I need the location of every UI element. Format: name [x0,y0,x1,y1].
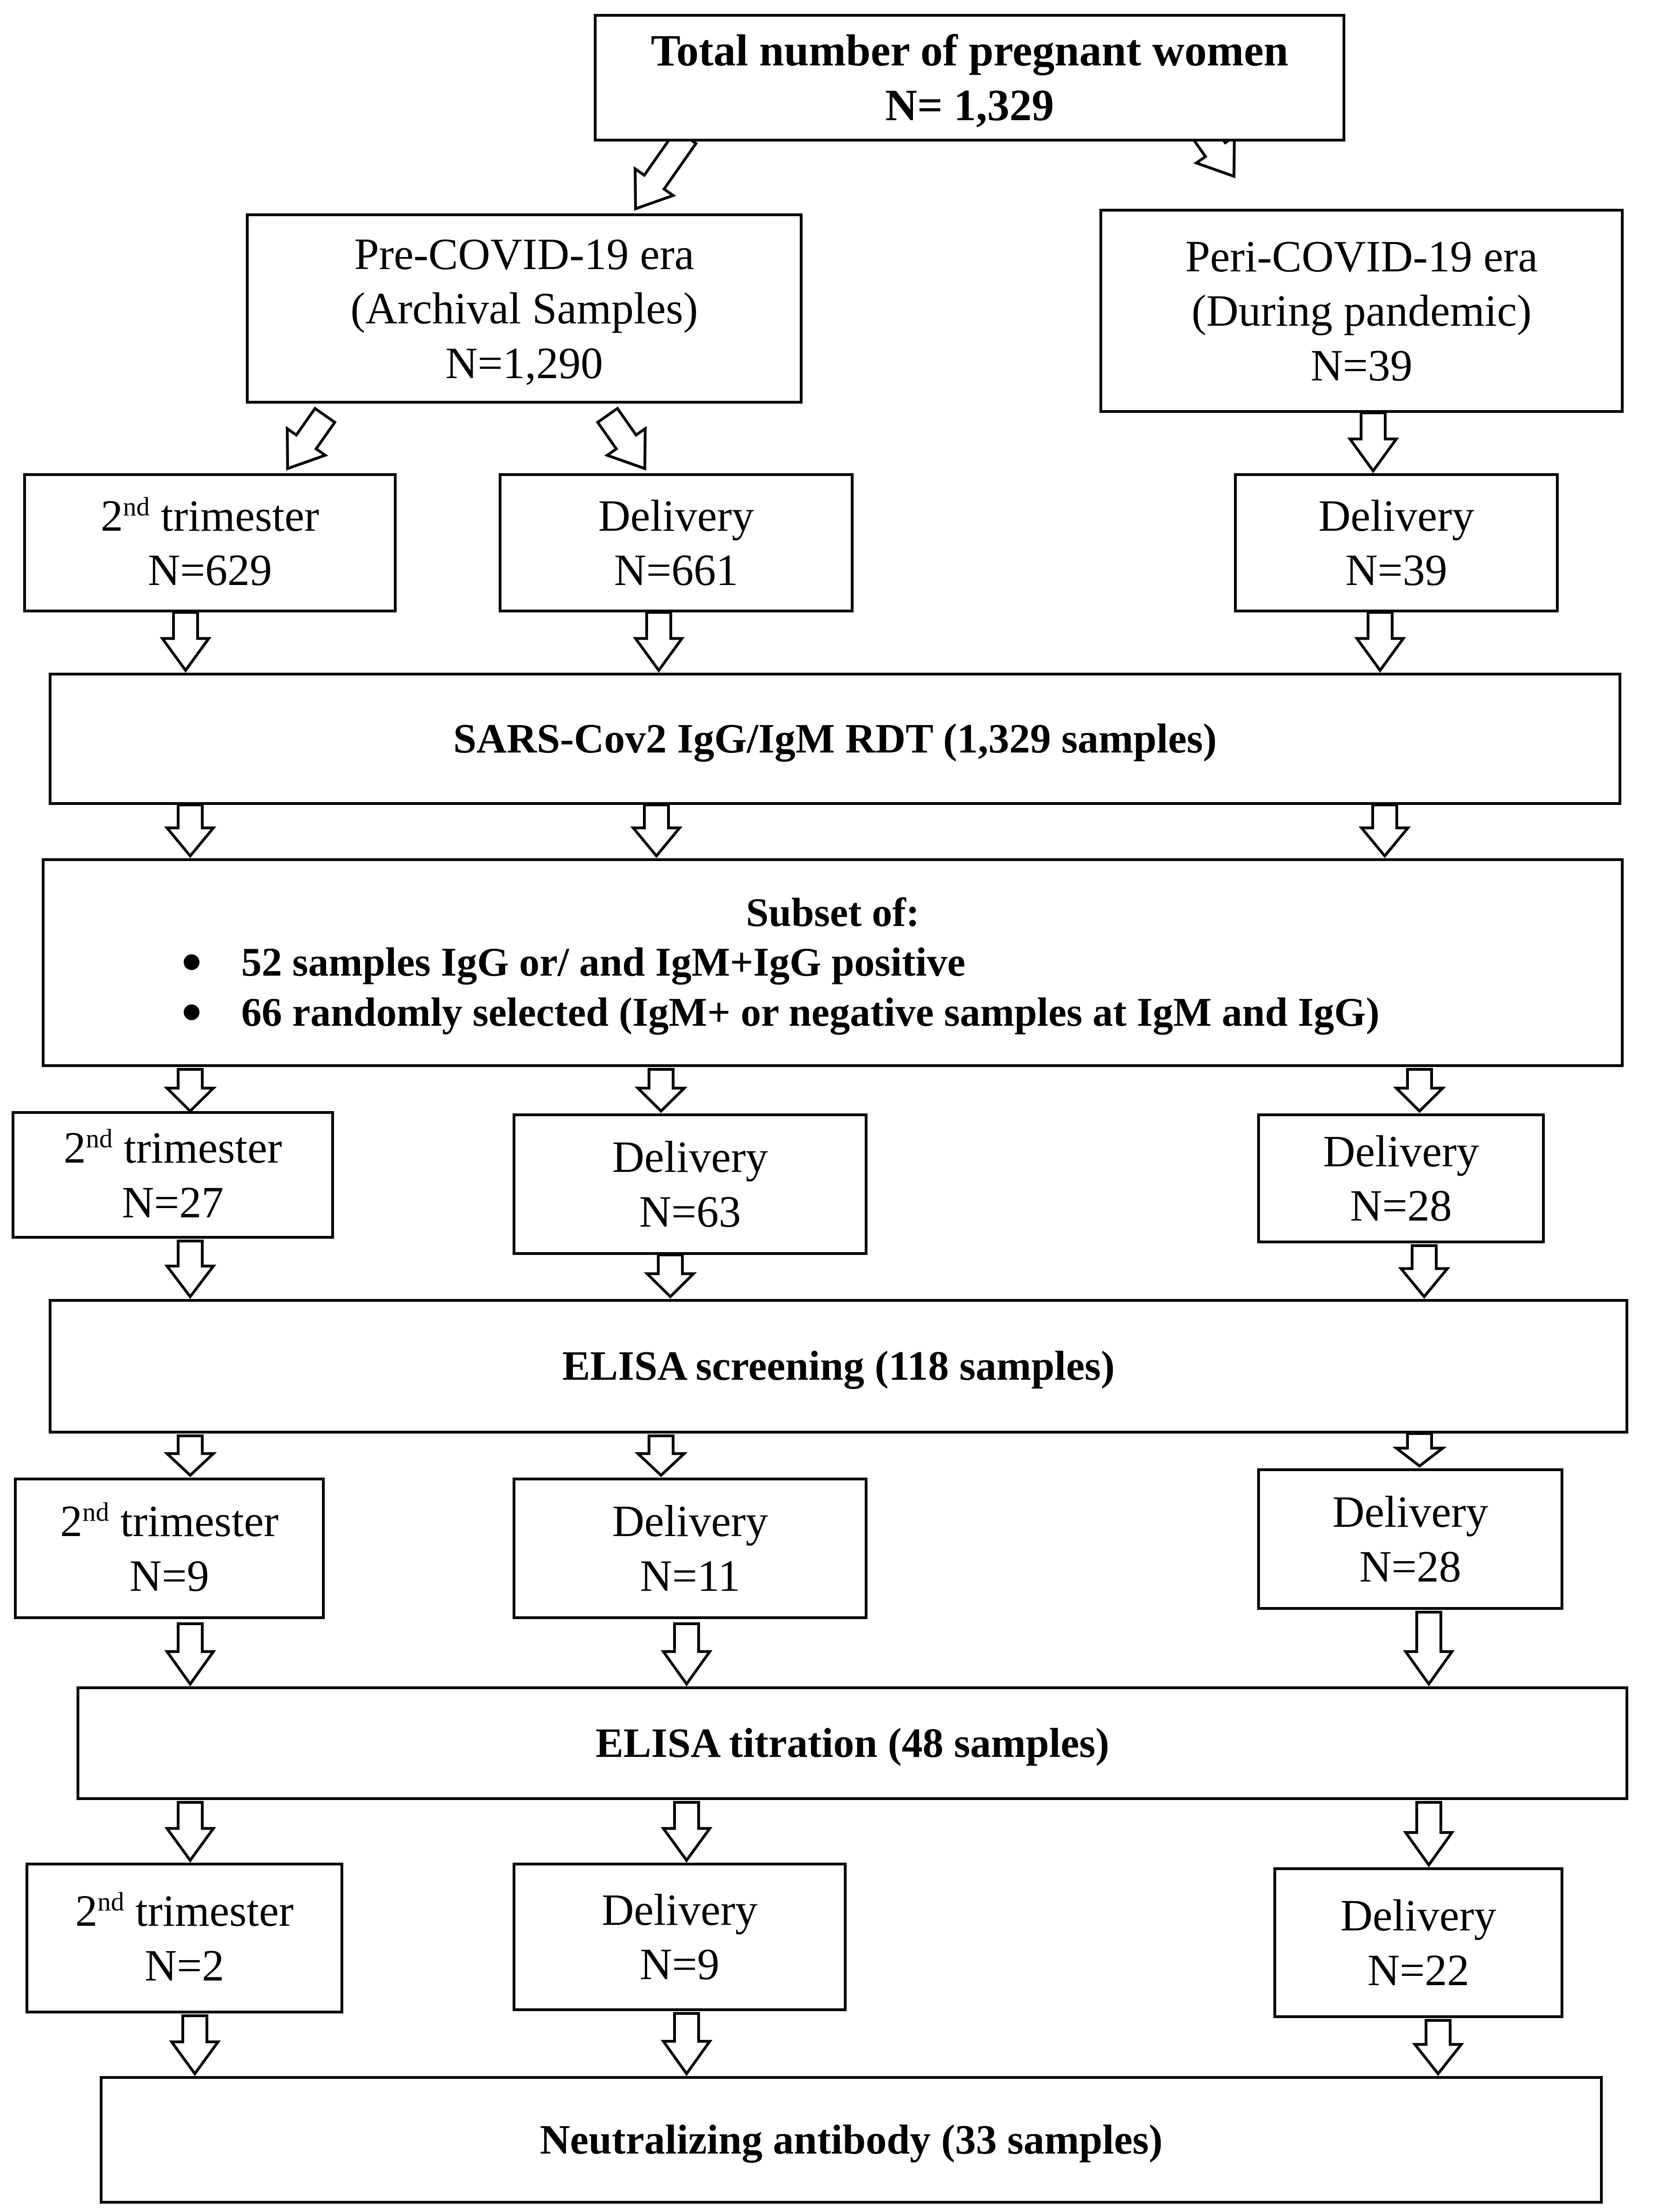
arrow-subset-l2-icon [1393,1068,1446,1113]
arrow-l1-delivery-rdt-icon [633,611,685,673]
l3-trimester-label: 2nd trimester [60,1496,279,1546]
l3-delivery-peri-label: Delivery [1332,1487,1488,1537]
subset-box: Subset of: 52 samples IgG or/ and IgM+Ig… [42,858,1624,1067]
l1-trimester-box: 2nd trimester N=629 [23,473,397,612]
bullet-icon [184,954,199,971]
l2-delivery-peri-label: Delivery [1323,1126,1479,1176]
arrow-to-l1-delivery-peri-icon [1347,412,1399,474]
elisa-screening-label: ELISA screening (118 samples) [562,1343,1115,1389]
peri-covid-line1: Peri-COVID-19 era [1185,231,1538,282]
l3-delivery-pre-n: N=11 [640,1550,740,1601]
l1-delivery-pre-n: N=661 [614,545,739,595]
arrow-l3-titration-icon [1403,1611,1455,1687]
neutralizing-box: Neutralizing antibody (33 samples) [100,2076,1603,2204]
arrow-titration-l4-icon [164,1801,216,1863]
l3-delivery-pre-label: Delivery [612,1496,768,1546]
l1-trimester-label: 2nd trimester [101,490,319,540]
rdt-box: SARS-Cov2 IgG/IgM RDT (1,329 samples) [49,673,1621,805]
l1-delivery-pre-label: Delivery [598,490,754,540]
l2-delivery-pre-label: Delivery [612,1132,768,1182]
arrow-l2-screening-icon [1398,1244,1451,1299]
arrow-l3-titration-icon [661,1622,713,1687]
arrow-l4-neutralizing-icon [1412,2019,1465,2076]
peri-covid-box: Peri-COVID-19 era (During pandemic) N=39 [1099,209,1624,413]
arrow-screening-l3-icon [1392,1432,1447,1468]
pre-covid-box: Pre-COVID-19 era (Archival Samples) N=1,… [246,213,803,404]
arrow-screening-l3-icon [163,1434,217,1478]
l1-delivery-peri-label: Delivery [1318,490,1474,540]
arrow-l4-neutralizing-icon [661,2012,713,2077]
l2-delivery-peri-n: N=28 [1350,1181,1452,1230]
arrow-to-l1-trimester-icon [286,406,337,471]
subset-list: 52 samples IgG or/ and IgM+IgG positive … [45,938,1380,1037]
l1-trimester-n: N=629 [148,545,272,595]
peri-covid-line2: (During pandemic) [1191,286,1532,336]
total-women-box: Total number of pregnant women N= 1,329 [594,14,1345,141]
subset-item: 66 randomly selected (IgM+ or negative s… [184,988,1380,1037]
arrow-to-l1-delivery-pre-icon [596,406,647,471]
subset-title: Subset of: [745,890,920,935]
pre-covid-line1: Pre-COVID-19 era [354,229,694,279]
l1-delivery-peri-box: Delivery N=39 [1234,473,1559,612]
l2-trimester-label: 2nd trimester [64,1123,282,1173]
l4-trimester-label: 2nd trimester [75,1886,294,1936]
subset-item: 52 samples IgG or/ and IgM+IgG positive [184,938,1380,987]
arrow-rdt-subset-icon [1358,804,1411,858]
peri-covid-n: N=39 [1311,340,1413,390]
arrow-l1-peri-rdt-icon [1354,611,1406,673]
l2-delivery-pre-n: N=63 [639,1186,741,1236]
arrow-subset-l2-icon [634,1068,688,1113]
l1-delivery-peri-n: N=39 [1345,545,1447,595]
l2-trimester-n: N=27 [122,1177,224,1227]
elisa-titration-box: ELISA titration (48 samples) [77,1686,1628,1800]
arrow-rdt-subset-icon [164,804,217,858]
l3-delivery-peri-box: Delivery N=28 [1257,1468,1563,1610]
l2-delivery-peri-box: Delivery N=28 [1257,1113,1545,1243]
l4-delivery-peri-label: Delivery [1340,1890,1497,1941]
l3-delivery-pre-box: Delivery N=11 [513,1478,867,1619]
elisa-screening-box: ELISA screening (118 samples) [49,1299,1628,1434]
l2-delivery-pre-box: Delivery N=63 [513,1113,867,1255]
l4-trimester-box: 2nd trimester N=2 [26,1863,343,2013]
l3-trimester-n: N=9 [129,1550,209,1601]
l3-delivery-peri-n: N=28 [1359,1541,1461,1591]
arrow-titration-l4-icon [1403,1801,1455,1868]
arrow-rdt-subset-icon [630,804,683,858]
l1-delivery-pre-box: Delivery N=661 [499,473,854,612]
l3-trimester-box: 2nd trimester N=9 [14,1478,325,1619]
l4-delivery-peri-n: N=22 [1367,1945,1470,1995]
arrow-subset-l2-icon [163,1068,217,1113]
arrow-l3-titration-icon [164,1622,216,1687]
l4-delivery-peri-box: Delivery N=22 [1273,1867,1563,2018]
l4-delivery-pre-box: Delivery N=9 [513,1863,847,2011]
l4-delivery-pre-label: Delivery [602,1884,758,1935]
l4-trimester-n: N=2 [144,1940,225,1990]
total-women-title: Total number of pregnant women [650,26,1289,76]
pre-covid-n: N=1,290 [445,338,603,388]
bullet-icon [184,1004,199,1020]
arrow-l2-screening-icon [643,1254,697,1299]
pre-covid-line2: (Archival Samples) [350,283,698,334]
arrow-l4-neutralizing-icon [169,2014,221,2077]
arrow-l2-screening-icon [164,1240,217,1299]
neutralizing-label: Neutralizing antibody (33 samples) [540,2116,1163,2163]
rdt-label: SARS-Cov2 IgG/IgM RDT (1,329 samples) [453,715,1217,762]
total-women-n: N= 1,329 [885,80,1054,130]
elisa-titration-label: ELISA titration (48 samples) [595,1720,1110,1766]
arrow-screening-l3-icon [634,1434,688,1478]
l2-trimester-box: 2nd trimester N=27 [12,1111,334,1239]
arrow-l1-trimester-rdt-icon [160,611,212,673]
l4-delivery-pre-n: N=9 [640,1939,720,1989]
arrow-titration-l4-icon [661,1801,713,1863]
